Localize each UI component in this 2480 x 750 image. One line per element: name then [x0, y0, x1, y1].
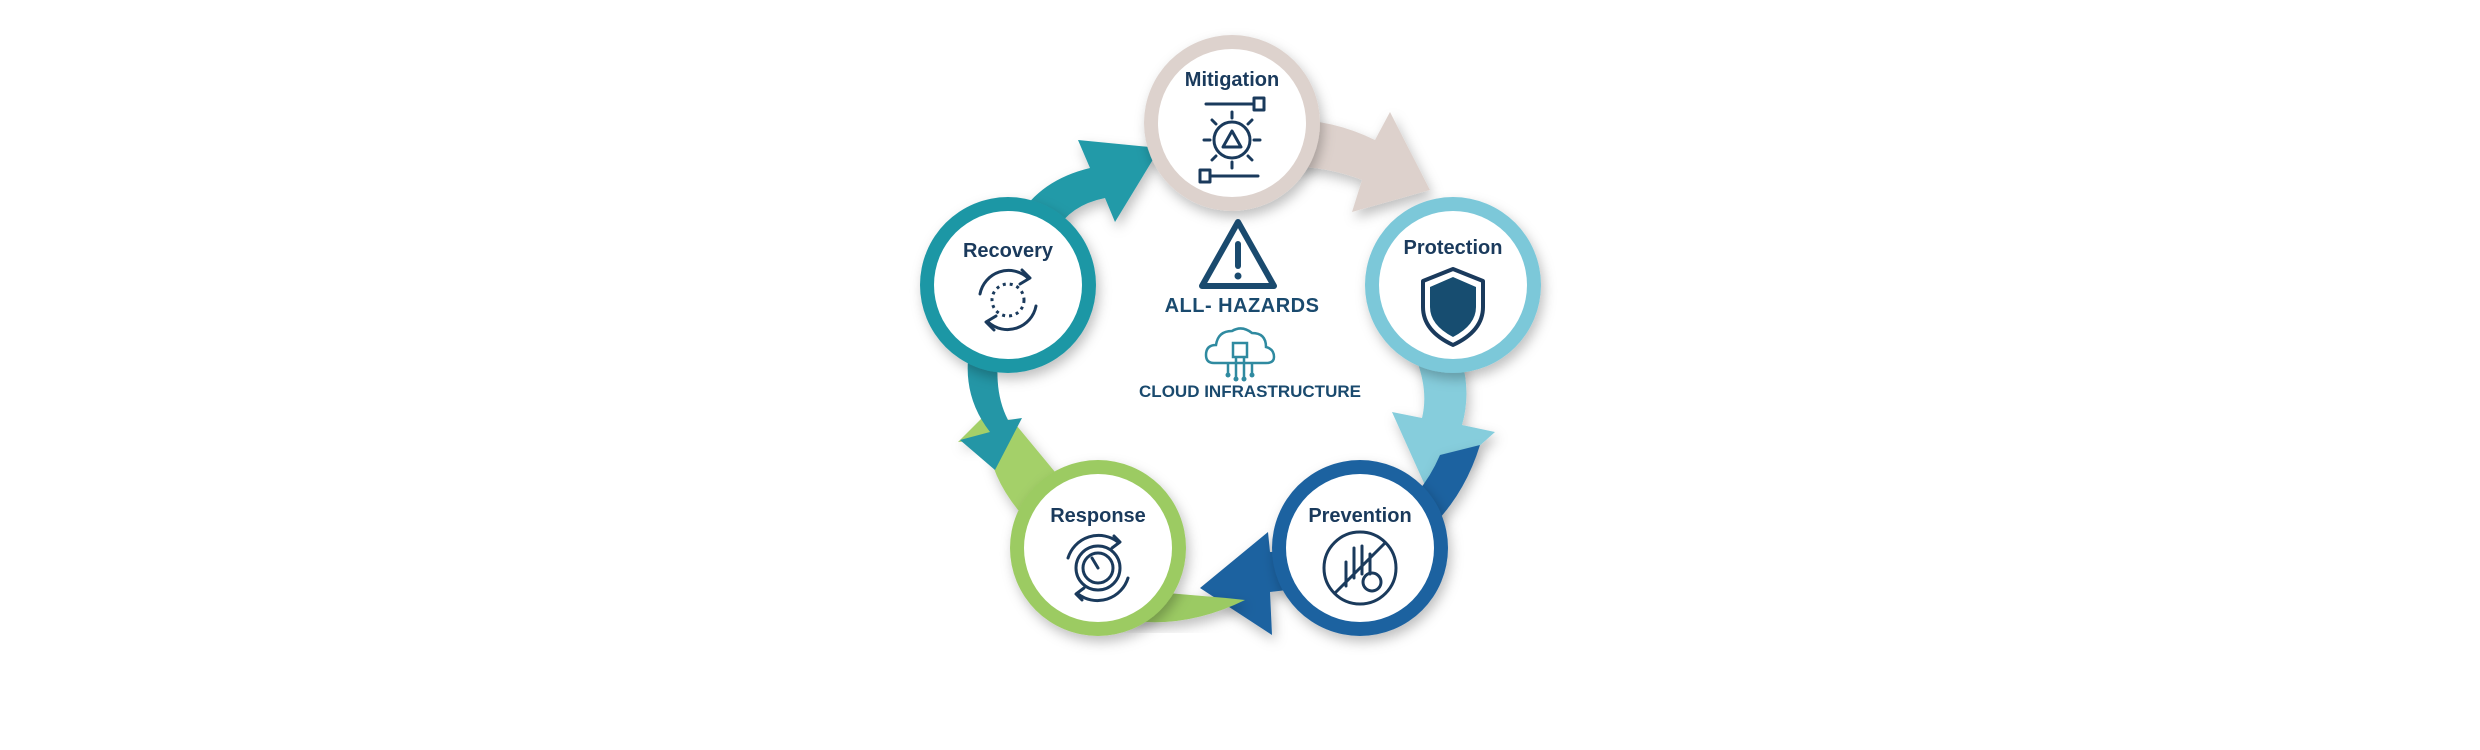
- circular-arrows-icon: [978, 268, 1038, 332]
- stage-protection-label: Protection: [1404, 237, 1503, 259]
- stopwatch-cycle-icon: [1066, 533, 1130, 603]
- shield-icon: [1421, 267, 1485, 347]
- arrow-response-to-recovery-head: [958, 418, 1060, 510]
- stage-prevention-disc: [1286, 474, 1434, 622]
- hands-gear-warning-icon: [1198, 96, 1266, 184]
- cloud-chip-icon: [1204, 327, 1276, 382]
- stage-recovery: Recovery: [920, 197, 1096, 373]
- arrow-recovery-lower: [960, 360, 1022, 470]
- stage-response: Response: [1010, 460, 1186, 636]
- arrow-recovery-to-mitigation: [1018, 140, 1160, 232]
- stage-prevention-label: Prevention: [1308, 505, 1411, 527]
- center-title: ALL- HAZARDS: [1165, 295, 1320, 317]
- stage-recovery-label: Recovery: [963, 240, 1054, 262]
- stage-prevention: Prevention: [1272, 460, 1448, 636]
- center-block: ALL- HAZARDS CLOUD INFRASTRUCTURE: [1139, 219, 1361, 401]
- warning-triangle-icon: [1199, 219, 1277, 289]
- stage-protection: Protection: [1365, 197, 1541, 373]
- arrow-prevention-to-response: [1200, 445, 1480, 635]
- stage-response-disc: [1024, 474, 1172, 622]
- stage-recovery-disc: [934, 211, 1082, 359]
- stage-response-label: Response: [1050, 505, 1146, 527]
- stage-mitigation: Mitigation: [1144, 35, 1320, 211]
- stop-hand-icon: [1322, 530, 1398, 606]
- center-subtitle: CLOUD INFRASTRUCTURE: [1139, 382, 1361, 401]
- stage-mitigation-label: Mitigation: [1185, 69, 1279, 91]
